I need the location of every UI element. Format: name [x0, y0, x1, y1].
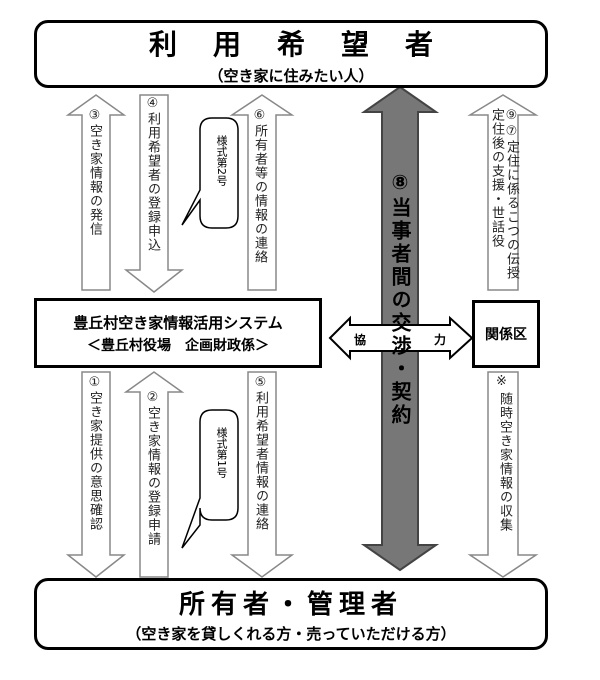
user-applicant-subtitle: （空き家に住みたい人）: [208, 66, 374, 85]
note-mark: ※: [496, 374, 507, 389]
owner-manager-title: 所有者・管理者: [178, 590, 403, 620]
bubble-form-2: [181, 117, 239, 229]
arrow-6-up: [229, 94, 295, 291]
arrow-5-down: [229, 371, 295, 578]
related-district-box: 関係区: [472, 300, 540, 368]
arrow-97-up: [467, 94, 539, 291]
arrow-4-text: ④利用希望者の登録申込: [145, 96, 160, 252]
related-district-label: 関係区: [485, 327, 527, 343]
bubble-form-1: [181, 409, 239, 549]
arrow-1-text: ①空き家提供の意思確認: [87, 375, 102, 531]
user-applicant-title: 利用希望者: [148, 27, 469, 61]
arrow-5-text: ⑤利用希望者情報の連絡: [253, 375, 268, 531]
system-department: ＜豊丘村役場 企画財政係＞: [87, 337, 269, 354]
arrow-2-up: [123, 371, 185, 578]
arrow-3-up: [65, 94, 127, 291]
negotiation-contract-label: ⑧当事者間の交渉・契約: [388, 170, 412, 427]
note-text: 随時空き家情報の収集: [497, 392, 512, 532]
cooperation-left-label: 協: [354, 333, 367, 347]
arrow-related-info: [467, 371, 539, 578]
user-applicant-box: 利用希望者 （空き家に住みたい人）: [34, 20, 548, 88]
system-title: 豊丘村空き家情報活用システム: [73, 313, 283, 332]
form-1-text: 様式第1号: [215, 427, 228, 478]
arrow-3-text: ③空き家情報の発信: [87, 108, 102, 236]
owner-manager-subtitle: （空き家を貸しくれる方・売っていただける方）: [126, 625, 456, 643]
arrow-2-text: ②空き家情報の登録申請: [145, 390, 160, 546]
arrow-1-down: [65, 371, 127, 578]
arrow-4-down: [123, 94, 185, 293]
arrow-97-text: ⑨⑦定住に係るこつの伝授 定住後の支援・世話役: [489, 108, 519, 280]
owner-manager-box: 所有者・管理者 （空き家を貸しくれる方・売っていただける方）: [34, 578, 548, 650]
cooperation-right-label: 力: [434, 333, 447, 347]
form-2-text: 様式第2号: [215, 135, 228, 186]
system-box: 豊丘村空き家情報活用システム ＜豊丘村役場 企画財政係＞: [34, 298, 322, 368]
arrow-6-text: ⑥所有者等の情報の連絡: [252, 108, 267, 264]
